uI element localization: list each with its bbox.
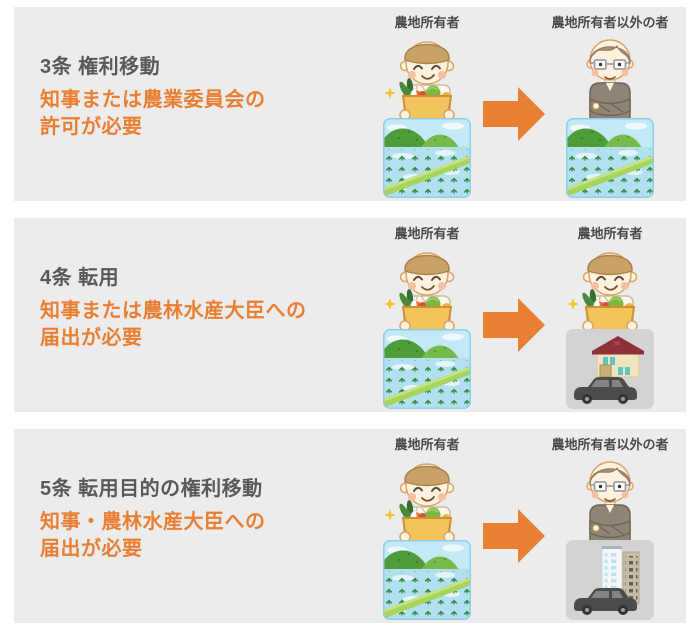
figure-column-right: 農地所有者 (550, 226, 670, 409)
panel-title: 5条 転用目的の権利移動 (40, 478, 263, 500)
figure-label: 農地所有者以外の者 (551, 15, 669, 30)
farmer-on-urban-land-illustration (566, 252, 660, 409)
figure-column-left: 農地所有者 (367, 437, 487, 620)
panel-subtitle: 知事または農林水産大臣への 届出が必要 (40, 298, 380, 352)
panel-text-block: 3条 権利移動 知事または農業委員会の 許可が必要 (40, 54, 380, 141)
panel-text-block: 5条 転用目的の権利移動 知事・農林水産大臣への 届出が必要 (40, 476, 380, 563)
panel-article-5: 5条 転用目的の権利移動 知事・農林水産大臣への 届出が必要 農地所有者 農地所… (14, 429, 686, 623)
panel-title: 3条 権利移動 (40, 56, 161, 78)
non-owner-on-farmland-illustration (560, 39, 660, 198)
person-icon (586, 461, 634, 552)
right-arrow-icon (483, 298, 545, 352)
ground-icon (566, 540, 654, 620)
person-icon (383, 463, 455, 552)
ground-icon (379, 329, 471, 409)
farmer-on-farmland-illustration (379, 41, 477, 198)
ground-icon (379, 540, 471, 620)
farmer-on-farmland-illustration (379, 252, 477, 409)
subtitle-line: 知事・農林水産大臣への (40, 511, 266, 533)
right-arrow-icon (483, 87, 545, 141)
ground-icon (562, 118, 654, 198)
figure-column-right: 農地所有者以外の者 (550, 15, 670, 198)
ground-icon (379, 118, 471, 198)
figure-label: 農地所有者 (394, 15, 460, 30)
figure-column-left: 農地所有者 (367, 226, 487, 409)
right-arrow-icon (483, 509, 545, 563)
figure-column-left: 農地所有者 (367, 15, 487, 198)
person-icon (586, 39, 634, 130)
subtitle-line: 知事または農林水産大臣への (40, 300, 307, 322)
figure-column-right: 農地所有者以外の者 (550, 437, 670, 620)
subtitle-line: 届出が必要 (40, 327, 143, 349)
person-icon (566, 252, 638, 341)
panel-article-3: 3条 権利移動 知事または農業委員会の 許可が必要 農地所有者 農地所有者以外の… (14, 7, 686, 201)
ground-icon (566, 329, 654, 409)
subtitle-line: 知事または農業委員会の (40, 89, 266, 111)
farmer-on-farmland-illustration (379, 463, 477, 620)
figure-label: 農地所有者 (394, 226, 460, 241)
panel-subtitle: 知事または農業委員会の 許可が必要 (40, 87, 380, 141)
panel-article-4: 4条 転用 知事または農林水産大臣への 届出が必要 農地所有者 農地所有者 (14, 218, 686, 412)
figure-label: 農地所有者以外の者 (551, 437, 669, 452)
person-icon (383, 41, 455, 130)
panel-subtitle: 知事・農林水産大臣への 届出が必要 (40, 509, 380, 563)
panel-text-block: 4条 転用 知事または農林水産大臣への 届出が必要 (40, 265, 380, 352)
non-owner-on-urban-land-illustration (560, 461, 660, 620)
subtitle-line: 届出が必要 (40, 538, 143, 560)
figure-label: 農地所有者 (577, 226, 643, 241)
subtitle-line: 許可が必要 (40, 116, 143, 138)
person-icon (383, 252, 455, 341)
figure-label: 農地所有者 (394, 437, 460, 452)
panel-title: 4条 転用 (40, 267, 120, 289)
